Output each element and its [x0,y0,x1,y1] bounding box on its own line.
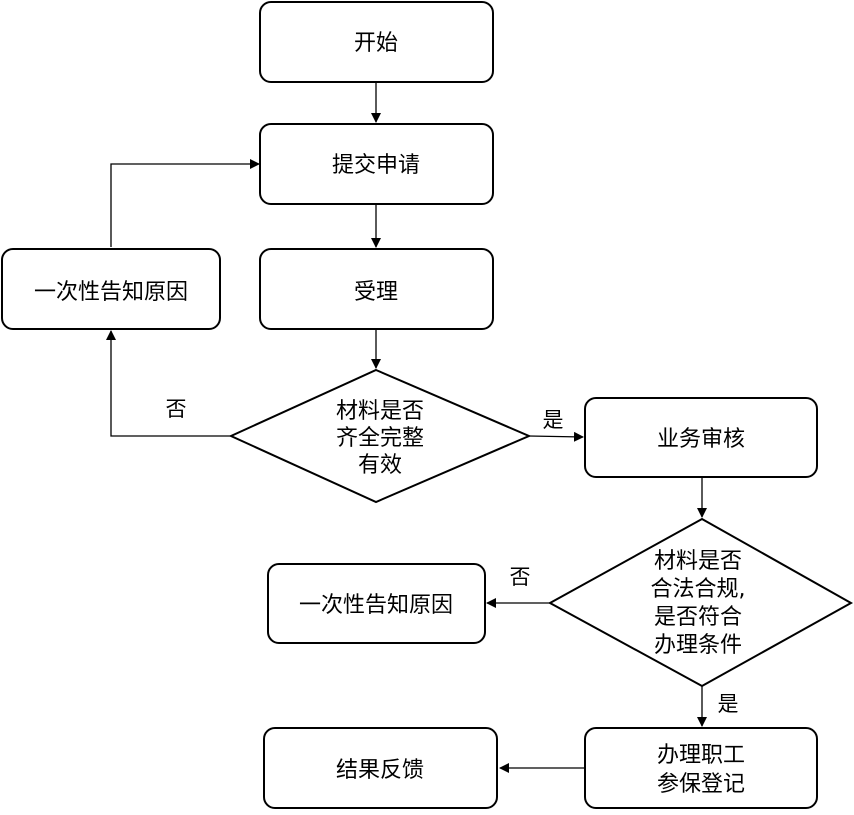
node-start-label: 开始 [354,31,398,56]
node-submit-label: 提交申请 [332,153,420,178]
node-accept-label: 受理 [354,280,398,305]
edge-label-yes-2: 是 [718,692,739,716]
node-decision2-line4: 办理条件 [654,633,742,658]
node-decision1: 材料是否 齐全完整 有效 [228,368,532,504]
node-notify-left-label: 一次性告知原因 [34,280,188,305]
edge-decision1-review [528,431,584,442]
node-submit: 提交申请 [259,123,494,205]
node-result-label: 结果反馈 [336,758,424,783]
edge-notify-submit [110,159,260,247]
edge-label-no-1: 否 [166,397,187,421]
connectors [106,82,707,773]
node-decision1-line3: 有效 [358,453,402,478]
node-notify-left: 一次性告知原因 [1,248,221,330]
node-decision1-line1: 材料是否 [336,399,424,424]
node-decision2-line1: 材料是否 [654,549,742,574]
node-review-label: 业务审核 [657,427,745,452]
node-decision2: 材料是否 合法合规, 是否符合 办理条件 [547,517,854,688]
node-register-line1: 办理职工 [657,743,745,768]
node-accept: 受理 [259,248,494,330]
edge-label-yes-1: 是 [543,408,564,432]
node-review: 业务审核 [584,397,818,478]
node-decision2-line3: 是否符合 [654,605,742,630]
node-notify-mid-label: 一次性告知原因 [299,593,453,618]
node-decision2-line2: 合法合规, [651,577,746,602]
edge-decision1-notify [106,330,232,437]
node-decision1-line2: 齐全完整 [336,426,424,451]
node-result: 结果反馈 [263,727,498,809]
node-register: 办理职工 参保登记 [584,727,818,809]
edge-label-no-2: 否 [510,565,531,589]
node-start: 开始 [259,1,494,83]
node-notify-mid: 一次性告知原因 [267,563,486,644]
node-register-line2: 参保登记 [657,772,745,797]
